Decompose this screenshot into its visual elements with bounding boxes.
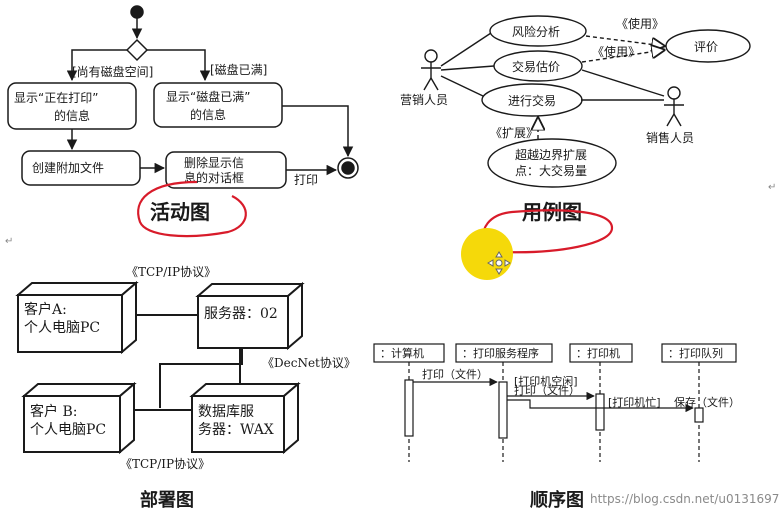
cursor-highlight <box>461 228 513 280</box>
red-annotation-usecase <box>482 209 614 254</box>
activity-show-printing-text2: 的信息 <box>54 108 90 123</box>
svg-text:↵: ↵ <box>768 182 776 193</box>
activity-delete-text1: 删除显示信 <box>184 155 244 170</box>
msg-guard-busy: [打印机忙] <box>608 395 661 409</box>
lifeline-print-service-label: ：打印服务程序 <box>462 346 539 360</box>
svg-text:↵: ↵ <box>5 236 13 247</box>
watermark-url: https://blog.csdn.net/u013169723 <box>590 492 779 506</box>
activity-labels: [尚有磁盘空间] [磁盘已满] 显示“正在打印” 的信息 显示“磁盘已满” 的信… <box>14 62 318 224</box>
use-stereotype-1: 《使用》 <box>616 16 664 31</box>
actor-marketing <box>421 49 441 91</box>
usecase-extension-label2: 点：大交易量 <box>515 163 587 178</box>
msg-print-1: 打印（文件） <box>422 367 488 381</box>
lifeline-queue-label: ：打印队列 <box>668 346 723 360</box>
usecase-extension <box>487 138 617 188</box>
usecase-risk-label: 风险分析 <box>512 24 560 39</box>
activity-diagram <box>7 5 359 189</box>
node-server-label: 服务器：02 <box>204 306 278 322</box>
msg-guard-idle: [打印机空闲] <box>514 374 578 388</box>
deployment-diagram <box>15 280 305 455</box>
actor-sales <box>664 86 684 127</box>
guard-disk-full: [磁盘已满] <box>210 62 267 77</box>
line-break-marks: ↵ ↵ <box>5 182 776 247</box>
guard-has-space: [尚有磁盘空间] <box>72 64 153 79</box>
node-database-label2: 务器：WAX <box>198 422 274 438</box>
usecase-risk <box>489 15 587 47</box>
activation-printer <box>595 393 605 431</box>
msg-save: 保存（文件） <box>674 395 740 409</box>
protocol-decnet: 《DecNet协议》 <box>262 355 356 370</box>
node-server <box>195 281 305 351</box>
node-database <box>189 381 301 455</box>
lifeline-print-service-box <box>455 343 553 363</box>
lifeline-printer-label: ：打印机 <box>576 346 620 360</box>
activity-show-full <box>153 82 283 128</box>
activation-computer <box>404 379 414 437</box>
activation-print-service <box>498 381 508 439</box>
activity-caption: 活动图 <box>150 200 210 224</box>
node-client-b <box>21 381 137 455</box>
node-client-b-label2: 个人电脑PC <box>30 422 106 438</box>
node-client-b-label1: 客户 B: <box>30 403 77 420</box>
lifeline-printer-box <box>569 343 633 363</box>
msg-print-2: 打印（文件） <box>514 383 580 397</box>
usecase-trade-label: 进行交易 <box>508 93 556 108</box>
activity-show-full-text1: 显示“磁盘已满” <box>166 89 250 104</box>
usecase-diagram <box>421 15 751 188</box>
deployment-caption: 部署图 <box>140 489 194 511</box>
activation-queue <box>694 407 704 423</box>
node-client-a <box>15 280 139 355</box>
deployment-labels: 《TCP/IP协议》 《DecNet协议》 《TCP/IP协议》 客户A: 个人… <box>24 264 356 511</box>
activity-show-full-text2: 的信息 <box>190 107 226 122</box>
move-cursor-icon <box>487 251 511 275</box>
usecase-labels: 风险分析 交易估价 进行交易 评价 超越边界扩展 点：大交易量 《使用》 《使用… <box>400 16 718 224</box>
sequence-caption: 顺序图 <box>530 489 584 511</box>
activity-create-file-text: 创建附加文件 <box>32 160 104 175</box>
actor-sales-label: 销售人员 <box>646 130 694 145</box>
sequence-diagram <box>373 343 737 462</box>
start-node <box>130 5 144 19</box>
usecase-evaluate-label: 评价 <box>694 40 718 54</box>
decision-diamond <box>125 38 149 62</box>
use-stereotype-2: 《使用》 <box>592 44 640 59</box>
node-client-a-label1: 客户A: <box>24 301 67 318</box>
protocol-tcpip-top: 《TCP/IP协议》 <box>126 264 216 279</box>
protocol-tcpip-bottom: 《TCP/IP协议》 <box>120 456 210 471</box>
actor-marketing-label: 营销人员 <box>400 93 448 107</box>
usecase-estimate-label: 交易估价 <box>512 59 560 74</box>
red-annotation-activity <box>137 180 247 238</box>
lifeline-computer-label: ：计算机 <box>380 346 424 360</box>
node-database-label1: 数据库服 <box>198 404 254 420</box>
activity-show-printing-text1: 显示“正在打印” <box>14 91 98 105</box>
sequence-labels: ：计算机 ：打印服务程序 ：打印机 ：打印队列 打印（文件） [打印机空闲] 打… <box>380 346 779 511</box>
usecase-extension-label1: 超越边界扩展 <box>515 147 587 162</box>
node-client-a-label2: 个人电脑PC <box>24 320 100 336</box>
extend-stereotype: 《扩展》 <box>490 126 538 140</box>
activity-delete-text2: 息的对话框 <box>184 170 244 185</box>
print-transition-label: 打印 <box>294 173 318 187</box>
